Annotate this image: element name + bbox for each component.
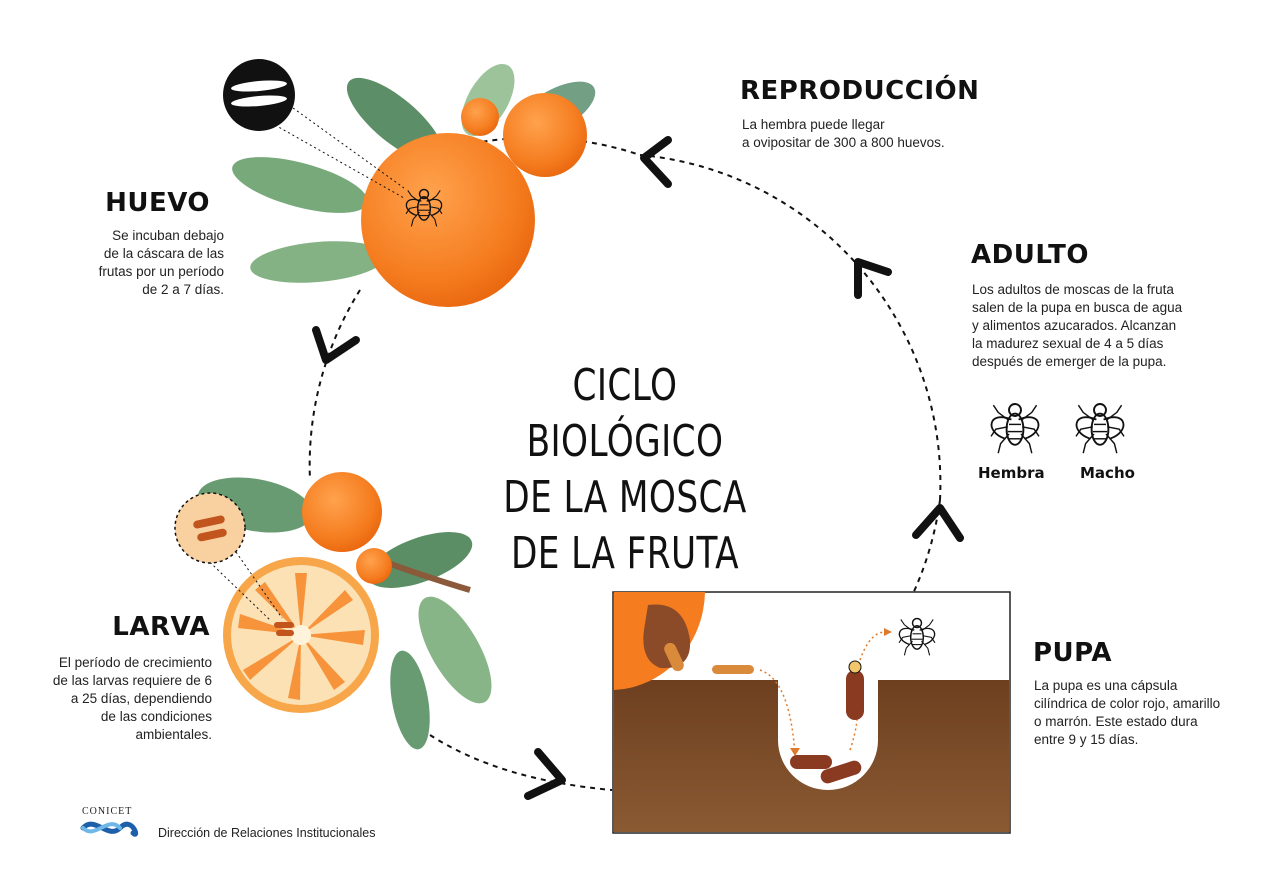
pupa-text-line: entre 9 y 15 días.	[1034, 732, 1139, 747]
pupa-text-line: La pupa es una cápsula	[1034, 678, 1178, 693]
cycle-arrow-huevo	[312, 326, 360, 364]
title-line-3: DE LA FRUTA	[510, 528, 740, 579]
male-label: Macho	[1080, 464, 1135, 482]
egg-magnifier	[223, 59, 295, 131]
adulto-text: Los adultos de moscas de la fruta salen …	[972, 281, 1182, 371]
larva-text-line: ambientales.	[135, 727, 212, 742]
reproduccion-text-line: La hembra puede llegar	[742, 117, 885, 132]
larva-text: El período de crecimiento de las larvas …	[20, 654, 212, 744]
pupa-soil-box	[612, 591, 1011, 834]
larva-text-line: de las larvas requiere de 6	[52, 673, 212, 688]
adulto-text-line: la madurez sexual de 4 a 5 días	[972, 336, 1164, 351]
adulto-text-line: después de emerger de la pupa.	[972, 354, 1167, 369]
huevo-heading: HUEVO	[105, 188, 210, 218]
huevo-text-line: frutas por un período	[98, 264, 224, 279]
pupa-heading: PUPA	[1033, 638, 1112, 668]
huevo-text-line: de la cáscara de las	[103, 246, 224, 261]
fruit-cluster-larva	[174, 472, 492, 750]
cycle-arrow-adulto	[854, 258, 892, 299]
huevo-text-line: de 2 a 7 días.	[142, 282, 224, 297]
conicet-logo-text: CONICET	[82, 806, 133, 817]
diagram-title: CICLO BIOLÓGICO DE LA MOSCA DE LA FRUTA	[485, 358, 766, 582]
title-line-2: DE LA MOSCA	[503, 472, 747, 523]
title-line-1: CICLO BIOLÓGICO	[526, 360, 724, 467]
conicet-logo	[80, 821, 139, 837]
cycle-arrow-pupa	[912, 504, 964, 542]
pupa-text-line: cilíndrica de color rojo, amarillo	[1034, 696, 1221, 711]
cycle-arrow-larva	[524, 748, 566, 800]
adulto-heading: ADULTO	[971, 240, 1089, 270]
reproduccion-text: La hembra puede llegar a ovipositar de 3…	[742, 116, 945, 152]
huevo-text: Se incuban debajo de la cáscara de las f…	[40, 227, 224, 299]
reproduccion-heading: REPRODUCCIÓN	[740, 76, 980, 106]
reproduccion-text-line: a ovipositar de 300 a 800 huevos.	[742, 135, 945, 150]
cycle-arrow-reproduccion	[640, 136, 672, 188]
huevo-text-line: Se incuban debajo	[112, 228, 224, 243]
larva-text-line: a 25 días, dependiendo	[70, 691, 212, 706]
adulto-text-line: Los adultos de moscas de la fruta	[972, 282, 1174, 297]
larva-magnifier	[174, 492, 246, 564]
female-fly-icon	[990, 403, 1040, 455]
larva-text-line: El período de crecimiento	[58, 655, 212, 670]
adulto-text-line: y alimentos azucarados. Alcanzan	[972, 318, 1177, 333]
pupa-text: La pupa es una cápsula cilíndrica de col…	[1034, 677, 1220, 749]
larva-heading: LARVA	[112, 612, 210, 642]
pupa-text-line: o marrón. Este estado dura	[1034, 714, 1198, 729]
larva-text-line: de las condiciones	[100, 709, 212, 724]
fruit-cluster-huevo	[223, 59, 596, 307]
male-fly-icon	[1075, 403, 1125, 455]
adulto-text-line: salen de la pupa en busca de agua	[972, 300, 1183, 315]
female-label: Hembra	[978, 464, 1045, 482]
footer-org: Dirección de Relaciones Institucionales	[158, 826, 376, 840]
